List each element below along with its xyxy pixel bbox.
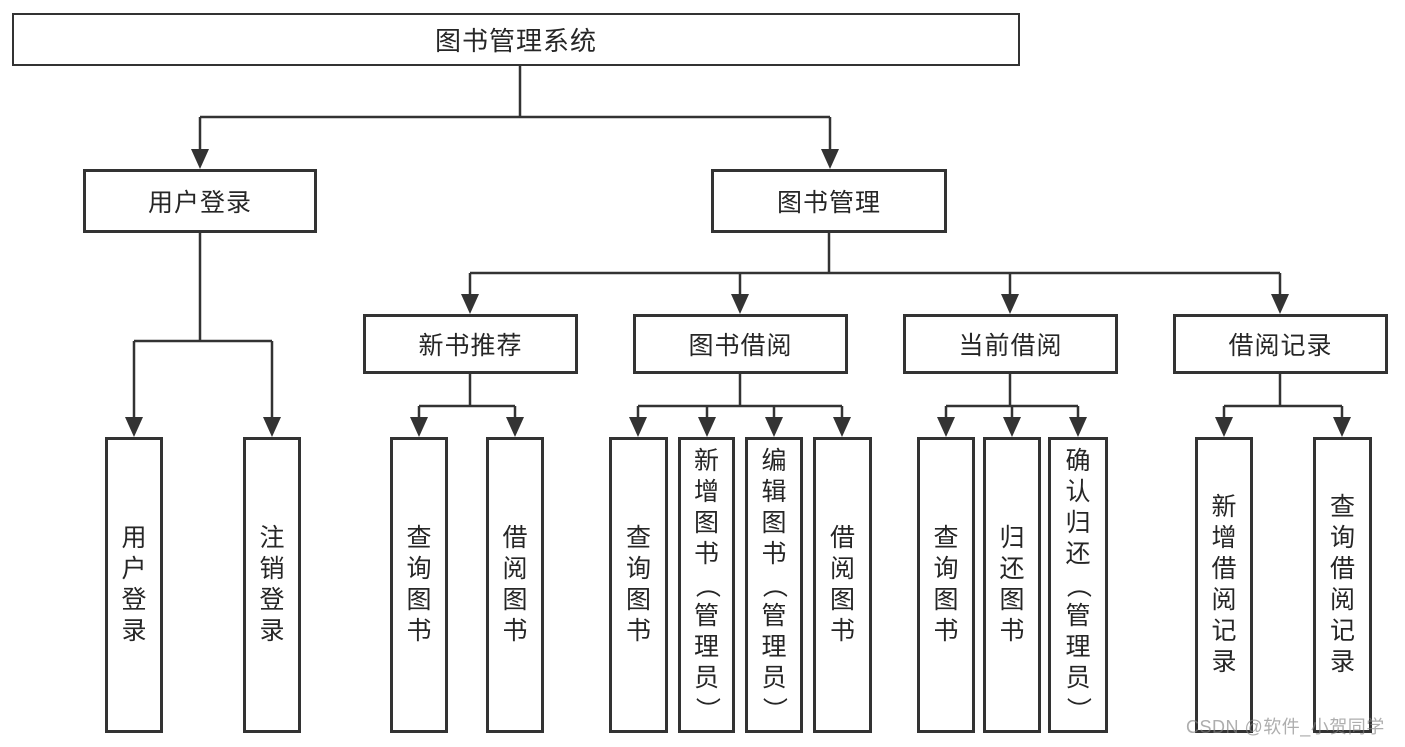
arrowhead bbox=[1271, 294, 1289, 314]
arrowhead bbox=[506, 417, 524, 437]
arrowhead bbox=[191, 149, 209, 169]
arrowhead bbox=[1215, 417, 1233, 437]
arrowhead bbox=[698, 417, 716, 437]
node-book-management: 图书管理 bbox=[711, 169, 947, 233]
arrowhead bbox=[765, 417, 783, 437]
leaf-query-borrow-record: 查询借阅记录 bbox=[1313, 437, 1372, 733]
leaf-add-books-admin-label: 新增图书（管理员） bbox=[692, 446, 721, 722]
node-new-book-recommend-label: 新书推荐 bbox=[418, 332, 523, 360]
node-root-label: 图书管理系统 bbox=[434, 26, 597, 56]
arrowhead bbox=[821, 149, 839, 169]
node-current-borrowing: 当前借阅 bbox=[903, 314, 1118, 374]
node-borrowing-records: 借阅记录 bbox=[1173, 314, 1388, 374]
arrowhead bbox=[410, 417, 428, 437]
connector-book-borrow-to-leaves bbox=[636, 374, 844, 420]
leaf-user-login-label: 用户登录 bbox=[121, 524, 147, 645]
arrowhead bbox=[461, 294, 479, 314]
leaf-borrow-books-recommend: 借阅图书 bbox=[486, 437, 544, 733]
leaf-user-login: 用户登录 bbox=[105, 437, 163, 733]
leaf-query-books-borrowing-label: 查询图书 bbox=[625, 524, 651, 645]
leaf-return-books: 归还图书 bbox=[983, 437, 1041, 733]
leaf-query-books-recommend: 查询图书 bbox=[390, 437, 448, 733]
leaf-add-books-admin: 新增图书（管理员） bbox=[678, 437, 735, 733]
connector-book-mgmt-to-level3 bbox=[468, 233, 1282, 298]
leaf-query-books-recommend-label: 查询图书 bbox=[406, 524, 432, 645]
connector-new-book-rec-to-leaves bbox=[417, 374, 517, 420]
leaf-confirm-return-admin: 确认归还（管理员） bbox=[1048, 437, 1108, 733]
leaf-logout: 注销登录 bbox=[243, 437, 301, 733]
leaf-query-books-current-label: 查询图书 bbox=[933, 524, 959, 645]
arrowhead bbox=[1003, 417, 1021, 437]
arrowhead bbox=[1333, 417, 1351, 437]
leaf-borrow-books-borrowing: 借阅图书 bbox=[813, 437, 872, 733]
node-book-management-label: 图书管理 bbox=[776, 189, 881, 217]
node-book-borrowing-label: 图书借阅 bbox=[688, 332, 793, 360]
arrowhead bbox=[937, 417, 955, 437]
arrowhead bbox=[731, 294, 749, 314]
leaf-query-borrow-record-label: 查询借阅记录 bbox=[1329, 493, 1355, 676]
node-new-book-recommend: 新书推荐 bbox=[363, 314, 578, 374]
node-borrowing-records-label: 借阅记录 bbox=[1228, 332, 1333, 360]
leaf-edit-books-admin-label: 编辑图书（管理员） bbox=[760, 446, 789, 722]
watermark: CSDN @软件_小贺同学 bbox=[1186, 717, 1385, 737]
arrowhead bbox=[263, 417, 281, 437]
leaf-edit-books-admin: 编辑图书（管理员） bbox=[745, 437, 803, 733]
arrowhead bbox=[1001, 294, 1019, 314]
connector-user-login-to-leaves bbox=[132, 233, 274, 419]
arrowhead bbox=[1069, 417, 1087, 437]
leaf-add-borrow-record-label: 新增借阅记录 bbox=[1211, 493, 1237, 676]
connector-borrow-records-to-leaves bbox=[1222, 374, 1344, 420]
node-book-borrowing: 图书借阅 bbox=[633, 314, 848, 374]
leaf-confirm-return-admin-label: 确认归还（管理员） bbox=[1064, 446, 1093, 722]
leaf-borrow-books-borrowing-label: 借阅图书 bbox=[829, 524, 855, 645]
connector-current-borrow-to-leaves bbox=[944, 374, 1080, 420]
leaf-query-books-current: 查询图书 bbox=[917, 437, 975, 733]
arrowhead bbox=[125, 417, 143, 437]
leaf-borrow-books-recommend-label: 借阅图书 bbox=[502, 524, 528, 645]
leaf-logout-label: 注销登录 bbox=[259, 524, 285, 645]
connector-root-to-level2 bbox=[198, 66, 832, 151]
leaf-add-borrow-record: 新增借阅记录 bbox=[1195, 437, 1253, 733]
node-root: 图书管理系统 bbox=[12, 13, 1020, 66]
arrowhead bbox=[833, 417, 851, 437]
leaf-query-books-borrowing: 查询图书 bbox=[609, 437, 668, 733]
node-current-borrowing-label: 当前借阅 bbox=[958, 332, 1063, 360]
node-user-login-label: 用户登录 bbox=[147, 189, 252, 217]
leaf-return-books-label: 归还图书 bbox=[999, 524, 1025, 645]
arrowhead bbox=[629, 417, 647, 437]
node-user-login: 用户登录 bbox=[83, 169, 317, 233]
